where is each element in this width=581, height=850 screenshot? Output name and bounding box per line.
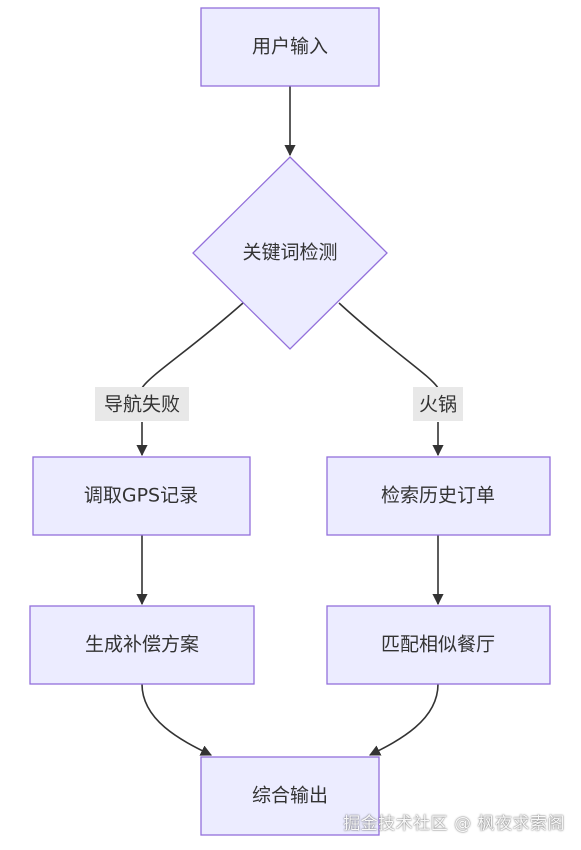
edge-label-hotpot: 火锅 xyxy=(413,387,463,421)
edge-keyword-to-gps xyxy=(141,302,244,389)
edge-label-hotpot-text: 火锅 xyxy=(419,394,457,416)
node-final-output-label: 综合输出 xyxy=(252,785,328,807)
node-match-restaurant-label: 匹配相似餐厅 xyxy=(381,634,495,656)
edge-compensation-to-output xyxy=(141,683,213,756)
node-keyword-detect-label: 关键词检测 xyxy=(242,242,337,264)
edge-label-nav-fail-text: 导航失败 xyxy=(104,394,180,416)
node-keyword-detect: 关键词检测 xyxy=(192,156,388,350)
watermark: 掘金技术社区 @ 枫夜求索阁 xyxy=(343,814,565,834)
node-fetch-gps: 调取GPS记录 xyxy=(32,456,251,536)
node-gen-compensation-label: 生成补偿方案 xyxy=(85,634,199,656)
node-match-restaurant: 匹配相似餐厅 xyxy=(326,605,551,685)
node-fetch-gps-label: 调取GPS记录 xyxy=(84,485,198,507)
edge-label-nav-fail: 导航失败 xyxy=(95,387,189,421)
node-final-output: 综合输出 xyxy=(200,756,380,836)
node-user-input-label: 用户输入 xyxy=(252,36,328,58)
node-search-orders-label: 检索历史订单 xyxy=(381,485,495,507)
node-gen-compensation: 生成补偿方案 xyxy=(29,605,255,685)
node-user-input: 用户输入 xyxy=(200,7,380,87)
edge-keyword-to-orders xyxy=(338,302,439,389)
edge-restaurant-to-output xyxy=(368,683,439,756)
node-search-orders: 检索历史订单 xyxy=(326,456,551,536)
